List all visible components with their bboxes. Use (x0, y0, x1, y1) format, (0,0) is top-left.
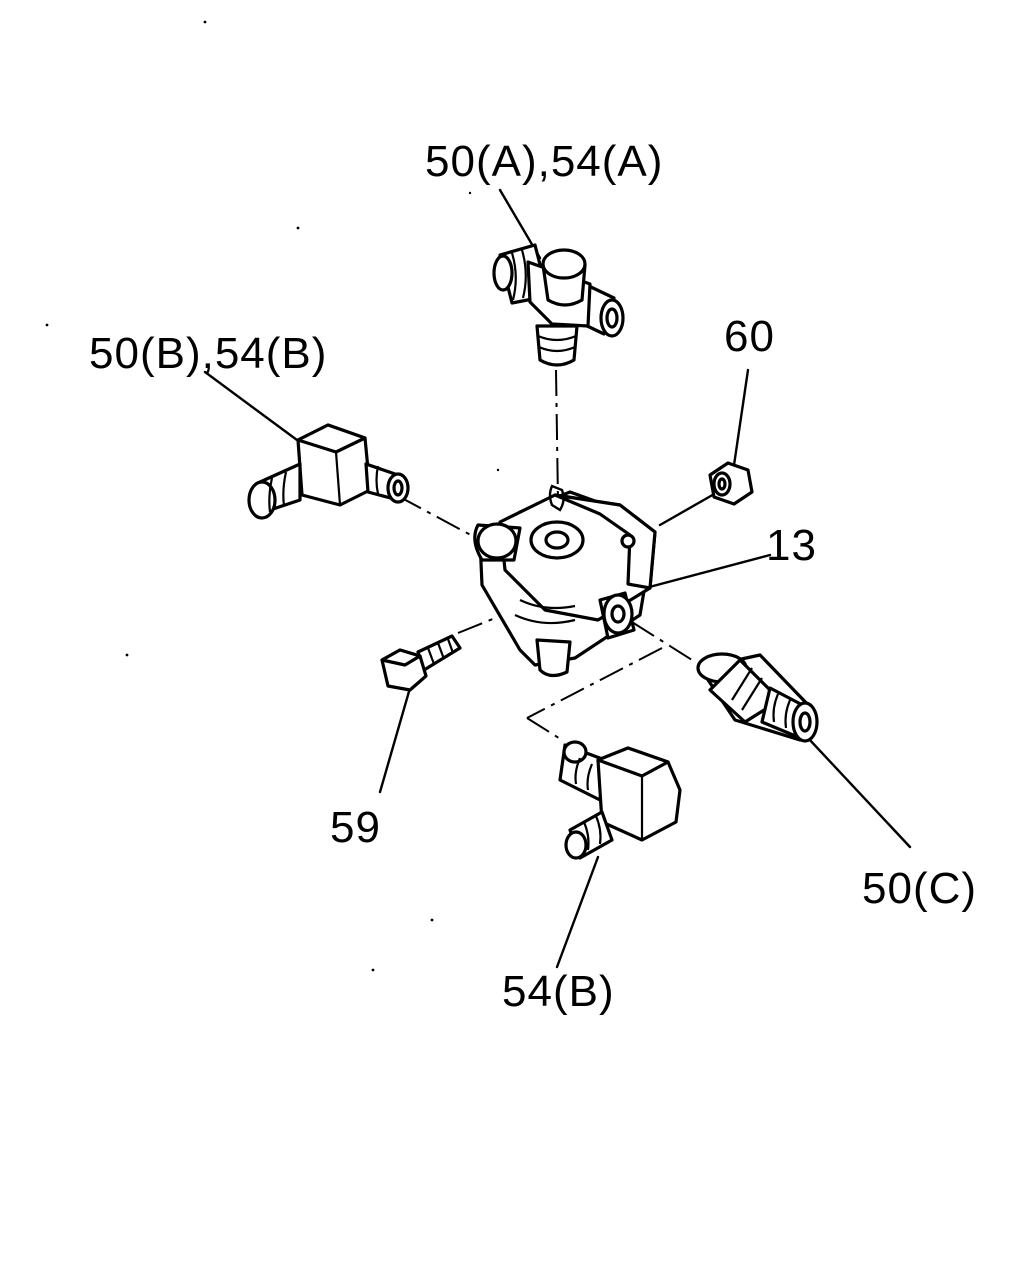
callout-right-fitting: 50(C) (862, 864, 978, 913)
callout-bolt: 59 (330, 803, 381, 852)
print-specks (45, 20, 500, 972)
callout-left-fitting: 50(B),54(B) (89, 329, 328, 378)
alignment-lines (397, 369, 693, 741)
nut (708, 461, 754, 506)
valve-body (473, 484, 657, 678)
callout-top-fitting: 50(A),54(A) (425, 137, 664, 186)
leader-lines (203, 188, 912, 969)
callout-valve-body: 13 (766, 521, 817, 570)
callout-nut: 60 (724, 312, 775, 361)
straight-connector (696, 652, 819, 743)
bolt (380, 634, 462, 692)
callout-bottom-fitting: 54(B) (502, 967, 615, 1016)
elbow-fitting-bottom (558, 740, 682, 860)
tee-fitting-top (492, 243, 625, 367)
elbow-fitting-left (247, 423, 410, 520)
